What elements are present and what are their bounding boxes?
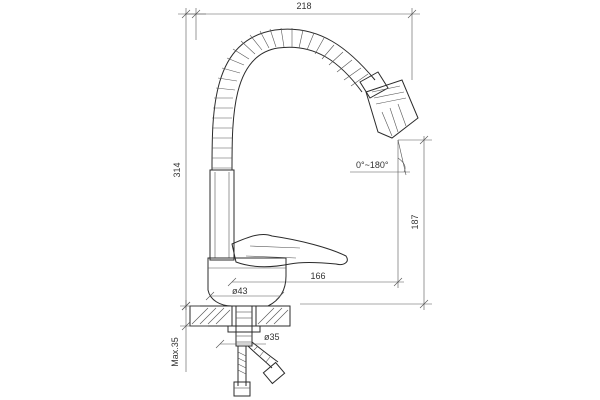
flexible-spout [211, 27, 376, 171]
lever-handle [231, 233, 348, 268]
dim-overall-height: 314 [172, 8, 206, 311]
countertop-section [189, 305, 291, 327]
label-overall-height: 314 [172, 162, 182, 177]
label-spout-height: 187 [410, 214, 420, 229]
supply-hoses [233, 341, 286, 397]
label-reach: 166 [310, 271, 325, 281]
label-base-diameter: ø43 [232, 286, 248, 296]
label-shank-diameter: ø35 [264, 332, 280, 342]
mounting-shank [227, 305, 261, 347]
dim-spout-height: 187 [300, 135, 432, 310]
label-aerator-angle: 0°~180° [356, 160, 389, 170]
dim-reach: 166 [227, 140, 404, 288]
dim-max-thickness: Max.35 [170, 300, 208, 372]
dim-aerator-angle: 0°~180° [350, 139, 410, 176]
aerator-head [359, 71, 419, 139]
label-overall-width: 218 [296, 1, 311, 11]
dim-shank-diameter: ø35 [215, 332, 280, 349]
dim-base-diameter: ø43 [205, 286, 285, 301]
label-max-thickness: Max.35 [170, 337, 180, 367]
dim-overall-width: 218 [185, 1, 420, 80]
